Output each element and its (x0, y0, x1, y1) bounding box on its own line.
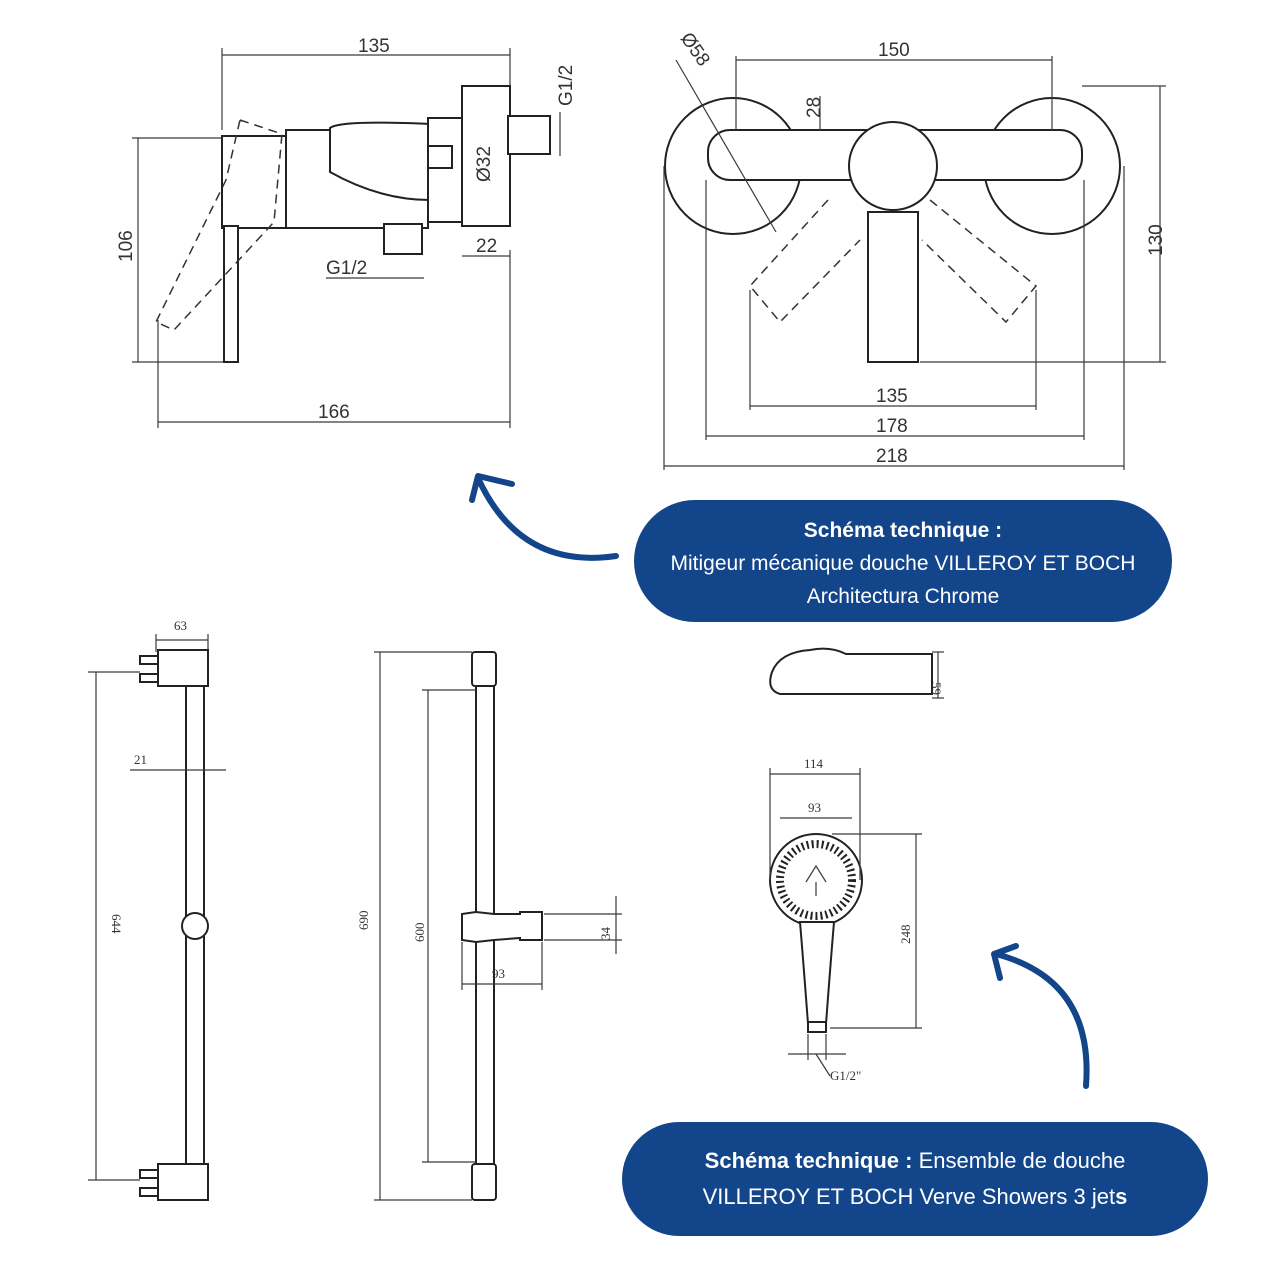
dim-hand-shower-248: 248 (898, 925, 913, 945)
mixer-side-view: 135 106 166 G1/2 Ø32 22 G1/2 (116, 36, 577, 428)
dim-soap-dish-59: 59 (929, 682, 944, 695)
dim-rail-side-644: 644 (109, 914, 124, 934)
callout-mixer-title: Schéma technique : (803, 519, 1003, 542)
dim-rail-front-600: 600 (412, 923, 427, 943)
dim-mixer-front-150: 150 (878, 40, 910, 61)
rail-front-view: 690 600 34 93 (356, 651, 622, 1201)
dim-mixer-side-diameter: Ø32 (474, 146, 495, 182)
dim-mixer-front-rose: Ø58 (676, 29, 714, 70)
dim-mixer-front-28: 28 (804, 97, 825, 118)
dim-hand-shower-114: 114 (804, 756, 824, 771)
dim-rail-front-34: 34 (598, 927, 613, 941)
callout-shower-text1: Ensemble de douche (912, 1148, 1126, 1173)
dim-mixer-side-22: 22 (476, 236, 497, 257)
dim-mixer-front-218: 218 (876, 446, 908, 467)
dim-mixer-side-thread-bottom: G1/2 (326, 258, 367, 279)
callout-shower-line2: VILLEROY ET BOCH Verve Showers 3 jet (702, 1184, 1116, 1209)
hand-shower-view: 114 93 248 G1/2" (769, 756, 922, 1083)
arrow-to-shower-drawing (991, 943, 1090, 1089)
callout-shower-line2-end: s (1115, 1184, 1128, 1209)
dim-mixer-side-106: 106 (116, 230, 137, 262)
dim-mixer-side-135: 135 (358, 36, 390, 57)
dim-mixer-front-178: 178 (876, 416, 908, 437)
dim-rail-side-63: 63 (174, 618, 187, 633)
soap-dish-view: 59 (769, 647, 944, 699)
dim-rail-side-21: 21 (134, 752, 147, 767)
dim-mixer-front-130: 130 (1146, 224, 1167, 256)
rail-side-view: 63 21 644 (88, 618, 226, 1201)
dim-hand-shower-thread: G1/2" (830, 1068, 861, 1083)
arrow-to-mixer-drawing (469, 473, 619, 561)
callout-shower: Schéma technique : Ensemble de douche VI… (622, 1122, 1208, 1236)
dim-hand-shower-93: 93 (808, 800, 821, 815)
mixer-front-view: Ø58 150 28 130 135 178 218 (663, 29, 1167, 470)
dim-mixer-side-166: 166 (318, 402, 350, 423)
callout-mixer: Schéma technique : Mitigeur mécanique do… (634, 500, 1172, 622)
dim-rail-front-690: 690 (356, 911, 371, 931)
callout-shower-title: Schéma technique : (704, 1148, 913, 1173)
callout-mixer-line2: Architectura Chrome (806, 585, 1000, 608)
dim-rail-front-93: 93 (492, 966, 505, 981)
dim-mixer-front-135: 135 (876, 386, 908, 407)
dim-mixer-side-thread-top: G1/2 (556, 65, 577, 106)
callout-mixer-line1: Mitigeur mécanique douche VILLEROY ET BO… (670, 552, 1136, 575)
